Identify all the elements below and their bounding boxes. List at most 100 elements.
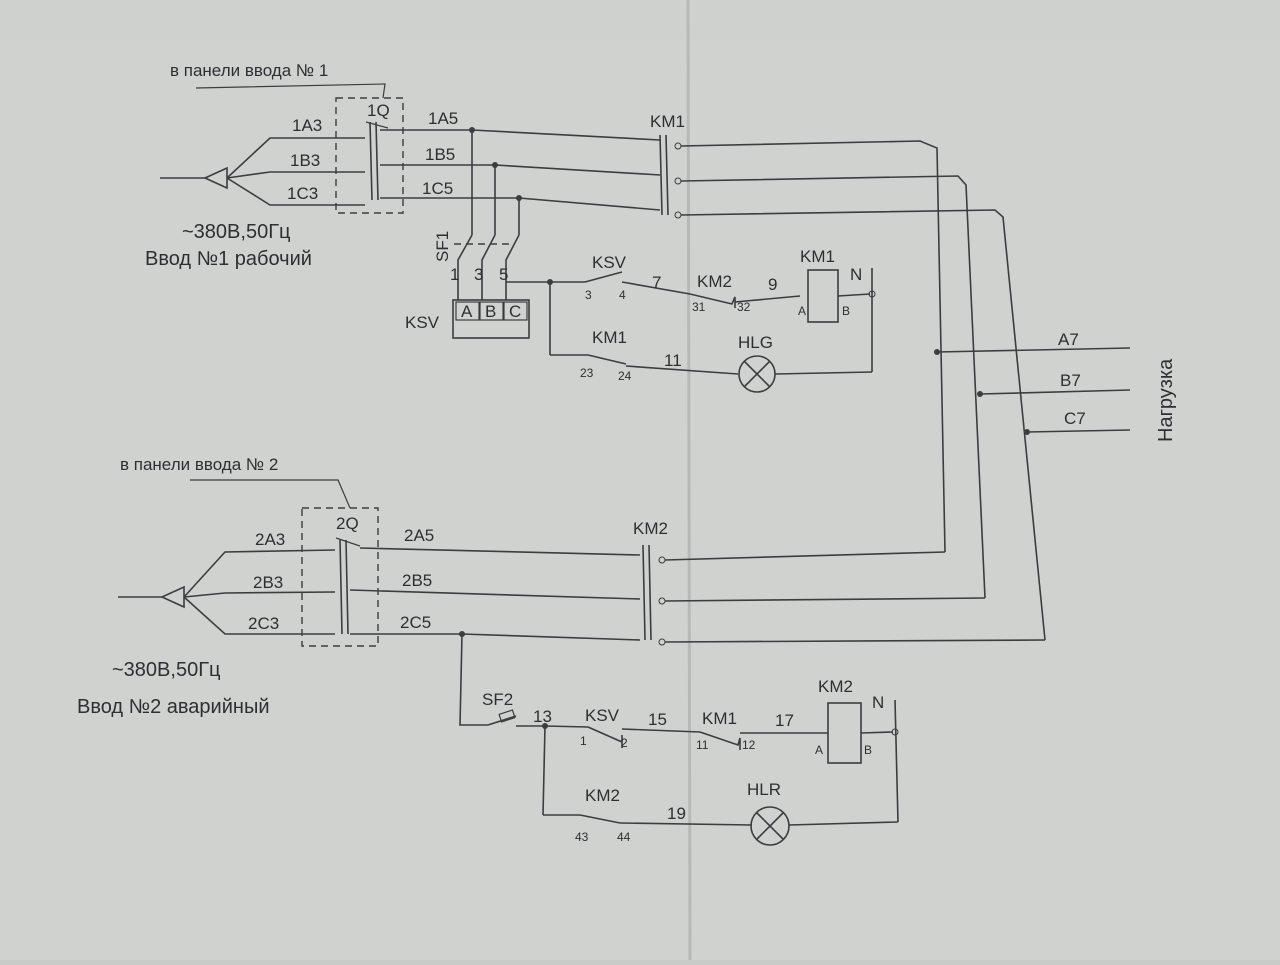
wire-2b5 [349,589,641,600]
km2-nc-contact1 [689,293,736,308]
label-1a5: 1A5 [428,109,458,128]
ctrl2-n-rail [894,699,899,823]
km2-coil-label: KM2 [818,677,853,696]
hlr-lamp-icon [750,806,790,846]
ctrl1-km1-label: KM1 [592,328,627,347]
wire-2b3 [183,591,336,598]
km2-out-a [664,551,946,561]
ctrl2-w15 [621,728,701,733]
ctrl1-ksv-label: KSV [592,253,627,272]
sf1-term-5: 5 [499,265,508,284]
ksv-cell-b: B [485,302,496,321]
hlr-lamp-cross-b [756,812,784,840]
ctrl1-coil-out [837,293,871,297]
km1-coil-label: KM1 [800,247,835,266]
sf1-blade-c [505,234,520,300]
ctrl2-coil-out [860,731,894,734]
panel1-header: в панели ввода № 1 [170,61,328,80]
panel1-leader [195,83,386,99]
ctrl1-km2-t1: 31 [692,300,706,314]
ksv-cell-c-box [503,301,528,321]
ctrl2-km2-t2: 44 [617,830,631,844]
label-2c5: 2C5 [400,613,431,632]
ksv-cell-c: C [509,302,521,321]
ctrl1-w11 [625,365,739,375]
ctrl2-w15-label: 15 [648,710,667,729]
km2-no-contact [579,814,621,824]
ctrl2-km2-label: KM2 [585,786,620,805]
panel2-header: в панели ввода № 2 [120,455,278,474]
panel2-voltage: ~380В,50Гц [112,659,220,681]
sf2-handle [498,709,516,723]
breaker-1q-label: 1Q [367,101,390,120]
panel1-name: Ввод №1 рабочий [145,248,312,270]
wire-1c3 [226,177,365,206]
label-2b5: 2B5 [402,571,432,590]
ksv-relay-box [452,299,530,339]
ksv-cell-a: A [461,302,473,321]
label-2a3: 2A3 [255,530,285,549]
ksv-relay-label: KSV [405,313,440,332]
load-wire-b7 [979,389,1131,395]
label-1b3: 1B3 [290,151,320,170]
ctrl2-km1-label: KM1 [702,709,737,728]
load-wire-a7 [936,347,1131,353]
ctrl1-km2-label: KM2 [697,272,732,291]
sf2-label: SF2 [482,690,513,709]
breaker-2q-label: 2Q [336,514,359,533]
breaker-2q-blade-b [345,539,349,635]
label-2a5: 2A5 [404,526,434,545]
ctrl2-km1-t1: 11 [696,738,709,752]
ctrl1-w9-label: 9 [768,275,777,294]
km1-contact-bar-b [665,134,669,216]
sf1-term-3: 3 [474,265,483,284]
ctrl2-feed [459,633,488,726]
ctrl2-w13-label: 13 [533,707,552,726]
label-2c3: 2C3 [248,614,279,633]
label-1c5: 1C5 [422,179,453,198]
ctrl1-ksv-t2: 4 [619,288,626,302]
ctrl2-km1-t2: 12 [742,738,756,752]
ctrl1-km2-t2: 32 [737,300,751,314]
km2-coil-a: A [815,743,823,757]
ctrl1-ksv-t1: 3 [585,288,592,302]
breaker-1q-blade-b [375,121,379,201]
breaker-2q-lever [335,537,361,547]
ctrl2-w19 [619,822,753,826]
ctrl1-w9 [734,295,801,303]
paper-top-edge [0,0,1280,40]
panel1-voltage: ~380В,50Гц [182,221,290,243]
km2-coil-b: B [864,743,872,757]
wire-2c3 [183,596,335,635]
breaker-2q-blade-a [339,539,343,635]
ksv-nc-contact2 [587,726,623,748]
km1-no-contact [587,354,627,365]
ctrl1-n-label: N [850,265,862,284]
km2-power-label: KM2 [633,519,668,538]
load-wire-c7 [1026,429,1131,433]
ctrl2-w17-label: 17 [775,711,794,730]
ctrl2-to-ksv [544,725,589,728]
label-1b5: 1B5 [425,145,455,164]
ctrl2-branch [542,725,546,816]
breaker-1q-lever [365,121,389,129]
km2-out-b [664,597,986,602]
label-2b3: 2B3 [253,573,283,592]
wire-2a5 [359,547,641,556]
load-label: Нагрузка [1155,358,1177,442]
km1-nc-contact2 [699,731,741,750]
wire-2a3 [183,549,336,598]
km1-out-c [680,209,1046,641]
ksv-contact1 [584,271,623,283]
hlr-lamp-label: HLR [747,780,781,799]
wire-1a3 [226,137,365,179]
ctrl2-lamp-out [788,821,899,826]
hlg-lamp-label: HLG [738,333,773,352]
km2-contact-bar-b [648,544,652,641]
ctrl2-ksv-t1: 1 [580,734,587,748]
km1-coil-a: A [798,304,806,318]
ctrl2-km2-t1: 43 [575,830,589,844]
load-label-b7: B7 [1060,371,1081,390]
wire-1b3 [226,171,365,179]
